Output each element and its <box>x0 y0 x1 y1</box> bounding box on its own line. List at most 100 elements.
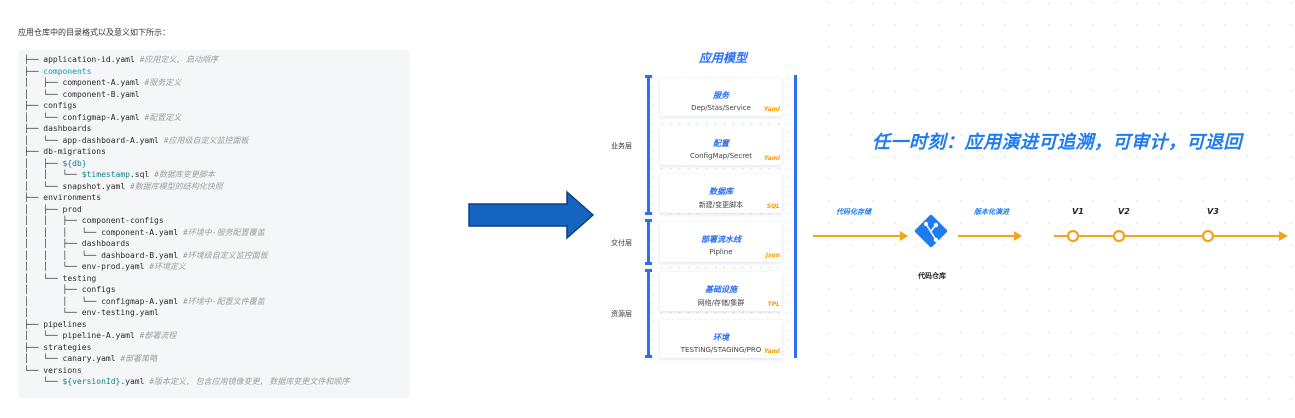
card-format-tag: Yaml <box>764 106 780 113</box>
tree-entry: ├── application-id.yaml <box>24 55 140 64</box>
card-title: 部署流水线 <box>701 235 741 244</box>
card-format-tag: SQL <box>766 203 780 210</box>
tree-line: │ ├── configs <box>24 284 349 296</box>
version-label-v2: V2 <box>1118 207 1130 216</box>
tree-entry: └── <box>24 377 63 386</box>
card-title: 基础设施 <box>705 285 737 294</box>
tree-comment: #应用级自定义监控面板 <box>163 135 249 145</box>
layer-label-resource: 资源层 <box>611 310 632 318</box>
tree-entry: │ └── testing <box>24 273 97 283</box>
tree-line: │ └── testing <box>24 273 349 285</box>
tree-line: └── ${versionId}.yaml #版本定义, 包含应用镜像变更, 数… <box>24 376 349 388</box>
tree-line: │ └── env-testing.yaml <box>24 307 349 319</box>
tree-line: ├── configs <box>24 100 349 112</box>
tree-line: │ └── component-B.yaml <box>24 89 349 101</box>
card-subtitle: 新建/变更脚本 <box>698 201 744 209</box>
tree-line: │ └── snapshot.yaml #数据库模型的结构化快照 <box>24 181 349 193</box>
label-version-evolution: 版本化演进 <box>974 208 1009 216</box>
tree-line: │ └── app-dashboard-A.yaml #应用级自定义监控面板 <box>24 135 349 147</box>
tree-comment: #配置定义 <box>144 112 182 122</box>
tree-entry: │ └── canary.yaml <box>24 354 121 363</box>
tree-line: │ │ └── $timestamp.sql #数据库变更脚本 <box>24 169 349 181</box>
tree-entry: ${db} <box>62 158 87 168</box>
card-format-tag: Json <box>765 252 780 259</box>
directory-tree-panel: ├── application-id.yaml #应用定义, 启动顺序 ├── c… <box>18 50 410 398</box>
layer-bar-resource <box>645 269 652 358</box>
tree-line: │ │ │ └── dashboard-B.yaml #环境级自定义监控面板 <box>24 250 349 262</box>
card-title: 环境 <box>713 333 729 342</box>
tree-line: ├── application-id.yaml #应用定义, 启动顺序 <box>24 54 349 66</box>
directory-tree: ├── application-id.yaml #应用定义, 启动顺序 ├── c… <box>24 54 349 388</box>
card-title: 服务 <box>713 91 729 100</box>
card-subtitle: 网络/存储/集群 <box>697 299 745 307</box>
tree-entry: │ └── env-testing.yaml <box>24 308 159 317</box>
model-title: 应用模型 <box>698 51 747 65</box>
tree-line: │ │ │ └── component-A.yaml #环境中-服务配置覆盖 <box>24 227 349 239</box>
tree-comment: #环境中-配置文件覆盖 <box>182 296 265 306</box>
tree-comment: #版本定义, 包含应用镜像变更, 数据库变更文件和顺序 <box>149 377 350 386</box>
tree-entry: │ │ ├── dashboards <box>24 239 130 248</box>
layer-bar-business <box>645 75 652 215</box>
arrow-to-versions <box>958 231 1022 241</box>
model-card-database: 数据库 新建/变更脚本 SQL <box>660 174 782 213</box>
card-subtitle: TESTING/STAGING/PRO <box>680 346 762 354</box>
version-node-v3 <box>1201 229 1215 243</box>
transition-arrow-icon <box>468 190 595 240</box>
layer-label-business: 业务层 <box>611 142 632 150</box>
card-title: 数据库 <box>709 187 733 196</box>
tree-entry: ${versionId} <box>62 377 121 386</box>
tree-entry: .yaml <box>120 377 150 386</box>
model-card-service: 服务 Dep/Stas/Service Yaml <box>660 78 782 116</box>
card-format-tag: Yaml <box>764 155 780 162</box>
tree-line: │ └── pipeline-A.yaml #部署流程 <box>24 330 349 342</box>
tree-line: └── versions <box>24 365 349 377</box>
tree-comment: #部署流程 <box>139 331 177 340</box>
card-subtitle: Dep/Stas/Service <box>691 104 751 112</box>
tree-entry: .sql <box>129 170 155 179</box>
tree-entry: │ │ │ └── component-A.yaml <box>24 227 183 237</box>
model-right-bar <box>794 75 797 358</box>
flow-background <box>808 0 1295 418</box>
model-card-environment: 环境 TESTING/STAGING/PRO Yaml <box>660 320 782 358</box>
model-card-pipeline: 部署流水线 Pipline Json <box>660 222 782 262</box>
tree-entry: ├── db-migrations <box>24 147 106 156</box>
model-background <box>648 74 788 360</box>
tree-entry: ├── configs <box>24 101 77 110</box>
tree-entry: │ │ │ └── dashboard-B.yaml <box>24 250 183 260</box>
tree-comment: #数据库变更脚本 <box>154 170 215 179</box>
tree-line: │ ├── component-A.yaml #服务定义 <box>24 77 349 89</box>
tree-entry: │ │ └── env-prod.yaml <box>24 262 150 271</box>
tree-entry: │ │ └── <box>24 170 82 179</box>
tree-line: ├── dashboards <box>24 123 349 135</box>
tree-entry: │ └── pipeline-A.yaml <box>24 331 140 340</box>
tree-line: ├── db-migrations <box>24 146 349 158</box>
version-flow <box>813 214 1288 248</box>
tree-entry: │ ├── <box>24 158 63 168</box>
repo-label: 代码仓库 <box>918 272 946 280</box>
tree-line: ├── strategies <box>24 342 349 354</box>
tree-comment: #服务定义 <box>144 78 182 87</box>
model-card-infrastructure: 基础设施 网络/存储/集群 TPL <box>660 272 782 311</box>
tree-entry: └── versions <box>24 365 82 375</box>
tree-line: │ ├── prod <box>24 204 349 216</box>
tree-entry: components <box>43 66 92 76</box>
tree-entry: │ └── app-dashboard-A.yaml <box>24 135 164 145</box>
tree-line: ├── pipelines <box>24 319 349 331</box>
tree-line: │ │ ├── dashboards <box>24 238 349 250</box>
version-label-v1: V1 <box>1072 207 1084 216</box>
card-subtitle: Pipline <box>709 248 733 256</box>
label-code-storage: 代码化存储 <box>836 208 871 216</box>
tree-entry: $timestamp <box>81 170 130 179</box>
layer-bar-delivery <box>645 219 652 265</box>
tree-entry: ├── dashboards <box>24 124 92 133</box>
tree-line: │ └── configmap-A.yaml #配置定义 <box>24 112 349 124</box>
tree-entry: ├── environments <box>24 193 102 202</box>
tree-entry: │ ├── configs <box>24 285 116 294</box>
tree-line: │ │ └── configmap-A.yaml #环境中-配置文件覆盖 <box>24 296 349 308</box>
tree-line: │ └── canary.yaml #部署策略 <box>24 353 349 365</box>
tree-entry: │ │ ├── component-configs <box>24 216 164 225</box>
tree-comment: #环境级自定义监控面板 <box>182 250 268 260</box>
tree-comment: #环境中-服务配置覆盖 <box>182 227 265 237</box>
tree-line: │ ├── ${db} <box>24 158 349 170</box>
version-node-v1 <box>1066 229 1080 243</box>
